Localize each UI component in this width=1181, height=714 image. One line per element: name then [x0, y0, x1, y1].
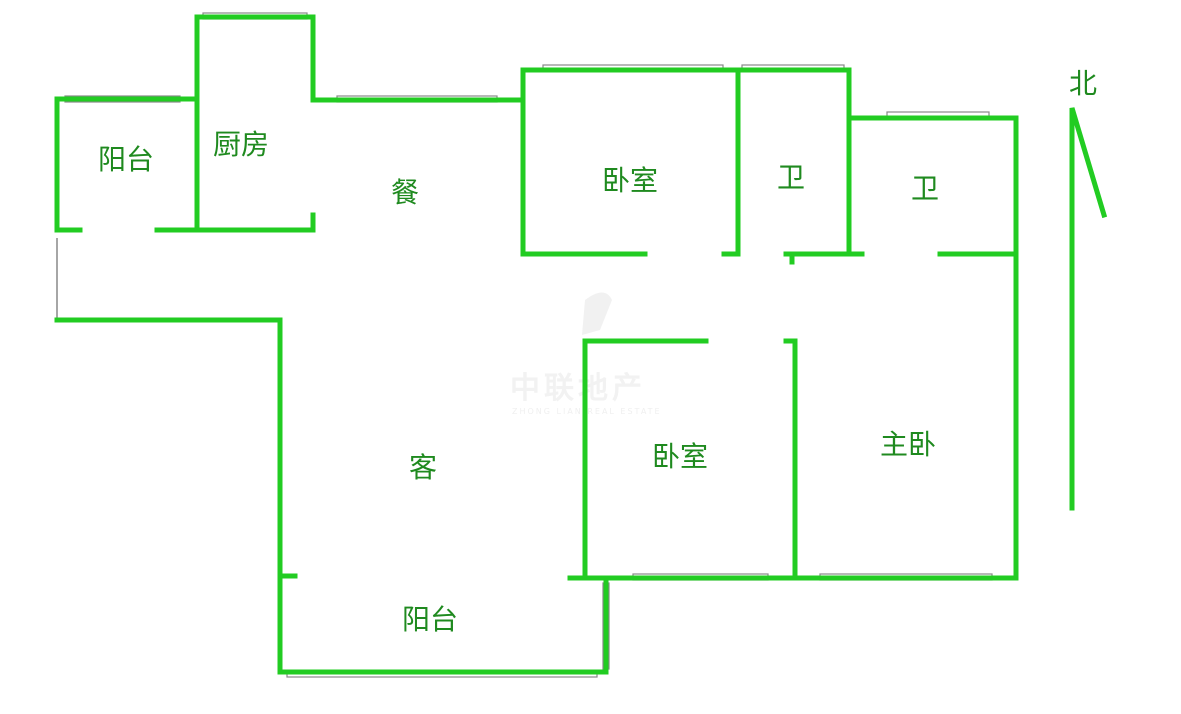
label-balcony-west: 阳台	[98, 143, 154, 176]
wall-bedroom-south	[582, 338, 709, 581]
wall-north-top	[520, 67, 852, 103]
label-balcony-south: 阳台	[402, 603, 458, 636]
label-bedroom-north: 卧室	[602, 164, 658, 197]
watermark-text: 中联地产	[510, 371, 646, 406]
wall-balcony-west	[54, 96, 200, 233]
north-label: 北	[1069, 67, 1097, 100]
watermark-logo	[582, 292, 612, 335]
wall-master-divider	[783, 338, 798, 581]
wall-east	[846, 115, 1019, 581]
label-living: 客	[409, 451, 437, 484]
label-bathroom-1: 卫	[777, 161, 805, 194]
north-arrow	[1069, 107, 1108, 511]
label-bedroom-south: 卧室	[652, 440, 708, 473]
wall-kitchen	[194, 14, 526, 233]
room-labels: 阳台 厨房 餐 卧室 卫 卫 客 卧室 主卧 阳台 北	[98, 67, 1097, 636]
wall-bedroom-north	[520, 97, 648, 257]
label-bathroom-2: 卫	[911, 172, 939, 205]
walls	[54, 14, 1108, 675]
label-master-bedroom: 主卧	[880, 428, 936, 461]
label-kitchen: 厨房	[213, 128, 269, 161]
label-dining: 餐	[391, 176, 419, 209]
wall-living-west	[54, 317, 609, 675]
wall-bed-bath-divider	[721, 67, 741, 257]
